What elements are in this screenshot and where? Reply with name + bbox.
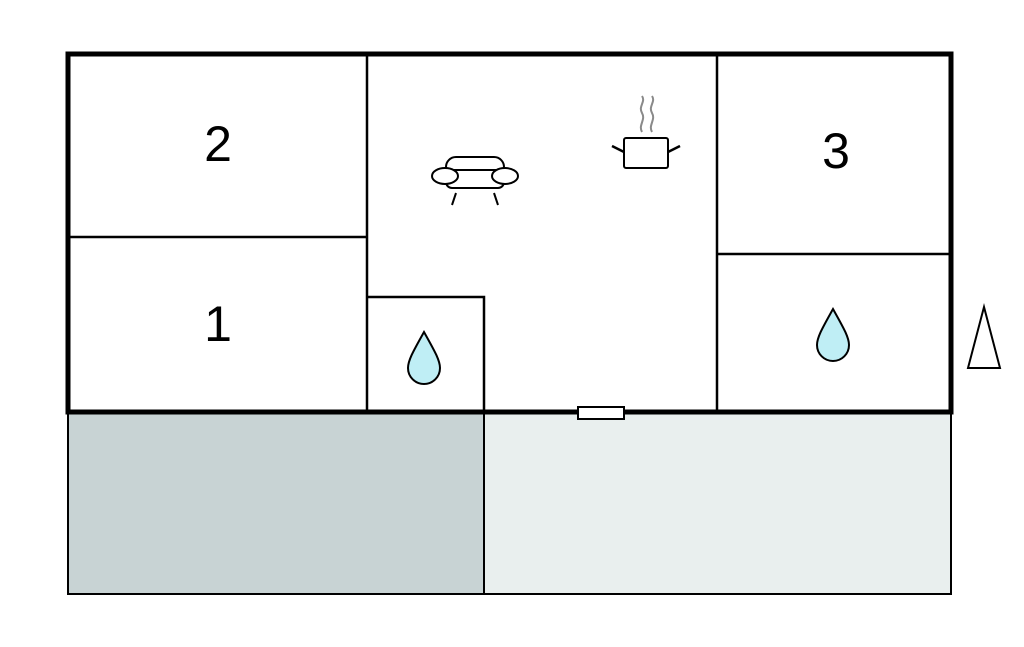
room-label-2: 2 [204, 116, 232, 172]
terrace-covered [67, 412, 485, 595]
entrance-door [577, 406, 625, 420]
outer-walls [65, 51, 954, 415]
wall-bathroom-small [367, 295, 486, 412]
room-label-1: 1 [204, 296, 232, 352]
room-label-3: 3 [822, 123, 850, 179]
sofa-icon [431, 156, 519, 206]
cooking-pot-icon [611, 95, 681, 169]
water-drop-icon [815, 306, 851, 362]
terrace-open [483, 412, 952, 595]
north-arrow-icon [966, 303, 1002, 369]
water-drop-icon [406, 329, 442, 385]
